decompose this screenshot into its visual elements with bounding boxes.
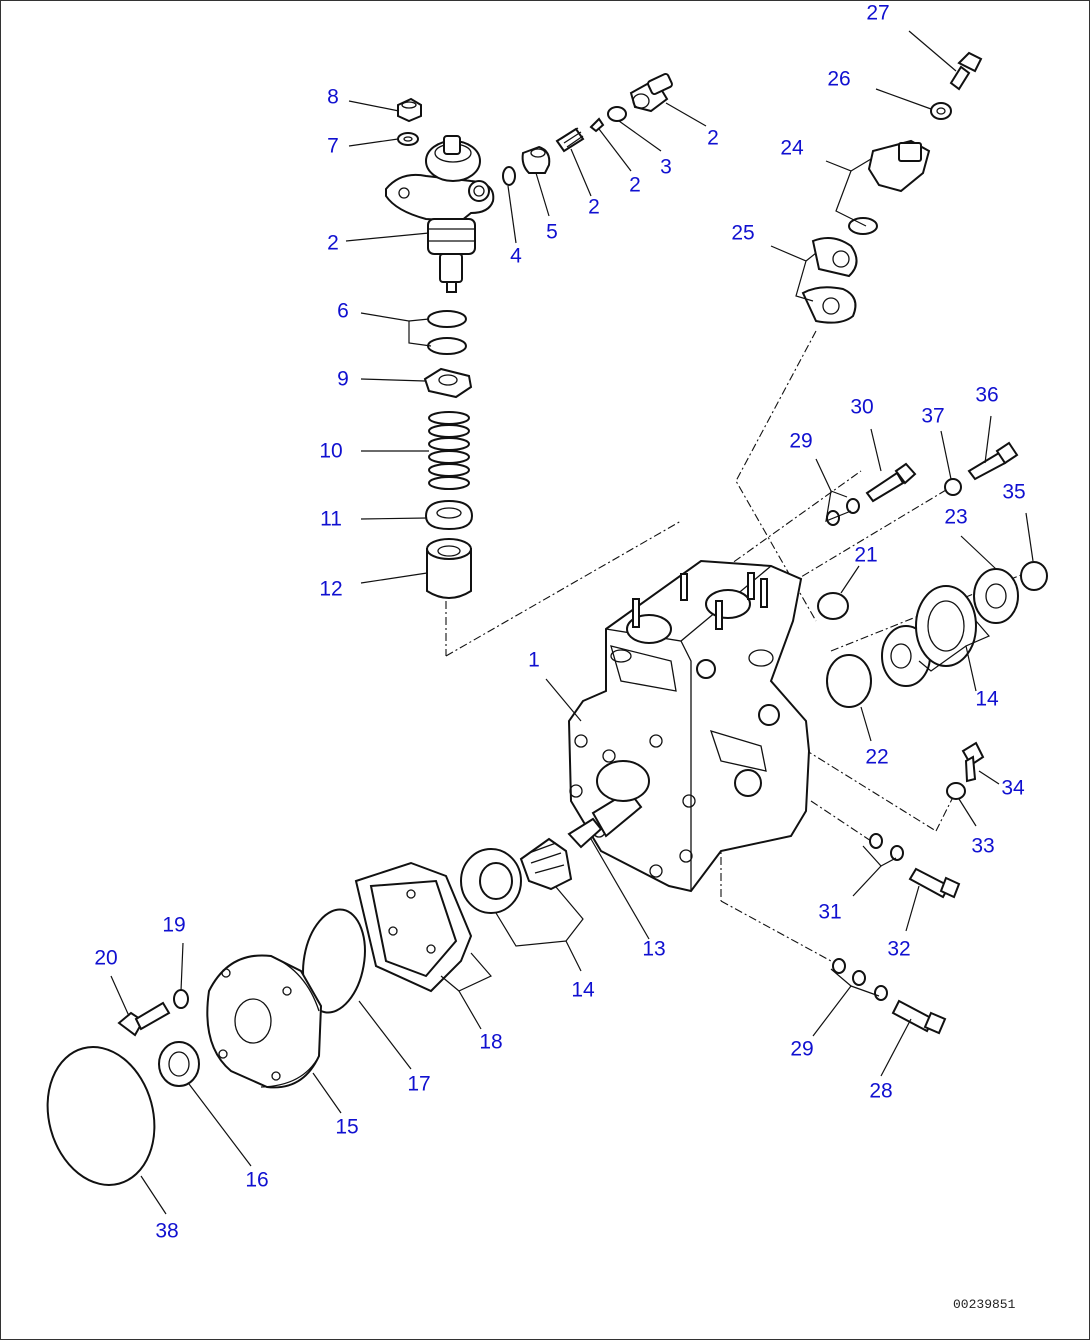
bolt-part-28: [891, 999, 947, 1035]
callout-5: 5: [546, 221, 558, 244]
callout-30: 30: [850, 396, 873, 419]
fitting-part-2: [629, 72, 673, 113]
gasket-part-18: [354, 861, 473, 993]
callout-34: 34: [1001, 777, 1025, 800]
leader-lines: [110, 30, 1034, 1215]
callout-24: 24: [780, 137, 804, 160]
callout-12: 12: [319, 578, 342, 601]
callout-36: 36: [975, 384, 998, 407]
callout-22: 22: [865, 746, 888, 769]
oil-seal-part-14: [460, 848, 522, 914]
lower-spring-seat-part-11: [424, 499, 474, 531]
o-ring-part-17: [302, 908, 366, 1014]
callout-9: 9: [337, 368, 349, 391]
callout-19: 19: [162, 914, 185, 937]
sensor-part-24: [848, 139, 931, 235]
o-ring-part-22: [826, 654, 872, 708]
callout-21: 21: [854, 544, 877, 567]
o-rings-part-6: [427, 310, 467, 355]
callout-1: 1: [528, 649, 540, 672]
callout-31: 31: [818, 901, 841, 924]
callout-13: 13: [642, 938, 665, 961]
callout-14-seal: 14: [571, 979, 595, 1002]
drawing-number: 00239851: [953, 1297, 1016, 1312]
callout-8: 8: [327, 86, 339, 109]
callout-6: 6: [337, 300, 349, 323]
washer-part-19: [173, 989, 189, 1009]
seal-part-16: [158, 1041, 200, 1087]
bolt-part-27: [949, 51, 983, 91]
callout-33: 33: [971, 835, 994, 858]
callout-29-lower: 29: [790, 1038, 813, 1061]
pump-housing-part-1: [567, 559, 811, 893]
washer-part-37: [944, 478, 962, 496]
callout-7: 7: [327, 135, 339, 158]
bolt-part-36: [967, 441, 1019, 481]
nut-part-8: [397, 97, 422, 123]
callout-10: 10: [319, 440, 342, 463]
callout-38: 38: [155, 1220, 178, 1243]
callout-26: 26: [827, 68, 850, 91]
callout-11: 11: [320, 508, 342, 531]
callout-3: 3: [660, 156, 672, 179]
callout-35: 35: [1002, 481, 1025, 504]
spring-seat-part-9: [423, 367, 473, 399]
seal-part-35: [1020, 561, 1048, 591]
washers-part-29-upper: [826, 498, 860, 526]
o-ring-part-3: [607, 106, 627, 122]
washers-part-29-lower: [832, 958, 888, 1001]
callout-29-upper: 29: [789, 430, 812, 453]
callout-2-fitting: 2: [707, 127, 719, 150]
bolt-part-32: [908, 867, 961, 899]
callout-25: 25: [731, 222, 754, 245]
washer-part-23: [973, 568, 1019, 624]
bearing-part-14: [519, 837, 573, 891]
callout-32: 32: [887, 938, 910, 961]
cover-part-15: [206, 954, 323, 1089]
callout-15: 15: [335, 1116, 358, 1139]
bolt-part-20: [117, 1001, 171, 1037]
bolt-part-34: [961, 741, 985, 783]
gear-part-14: [881, 585, 977, 687]
callout-14-gear: 14: [975, 688, 999, 711]
spring-part-2: [555, 127, 585, 153]
washer-part-26: [930, 102, 952, 120]
callout-20: 20: [94, 947, 117, 970]
bolt-part-30: [865, 462, 917, 503]
callout-28: 28: [869, 1080, 892, 1103]
tappet-part-12: [426, 538, 472, 599]
callout-27: 27: [866, 2, 889, 25]
callout-2-holder: 2: [327, 232, 339, 255]
callout-17: 17: [407, 1073, 430, 1096]
gasket-part-25: [801, 236, 858, 324]
washer-part-7: [397, 132, 419, 146]
plunger-assembly-part-2: [385, 135, 495, 293]
o-ring-part-38: [46, 1046, 156, 1186]
callout-2-spring: 2: [588, 196, 600, 219]
callout-37: 37: [921, 405, 944, 428]
plunger-spring-part-10: [428, 411, 470, 490]
o-ring-part-21: [817, 592, 849, 620]
washer-part-4: [502, 166, 516, 186]
drive-shaft-part-13: [567, 760, 650, 849]
callout-2-pin: 2: [629, 174, 641, 197]
callout-4: 4: [510, 245, 522, 268]
delivery-valve-holder-group: [385, 72, 673, 293]
sensor-group: [801, 51, 983, 324]
washers-part-31: [869, 833, 904, 861]
callout-18: 18: [479, 1031, 502, 1054]
callout-23: 23: [944, 506, 967, 529]
valve-part-5: [521, 145, 551, 174]
washer-part-33: [946, 782, 966, 800]
callout-16: 16: [245, 1169, 268, 1192]
callout-labels: 27 26 24 25 8 7 2 4 5 2 2 3 2 6 9 10 11 …: [94, 2, 1025, 1243]
pin-part-2: [589, 117, 605, 133]
